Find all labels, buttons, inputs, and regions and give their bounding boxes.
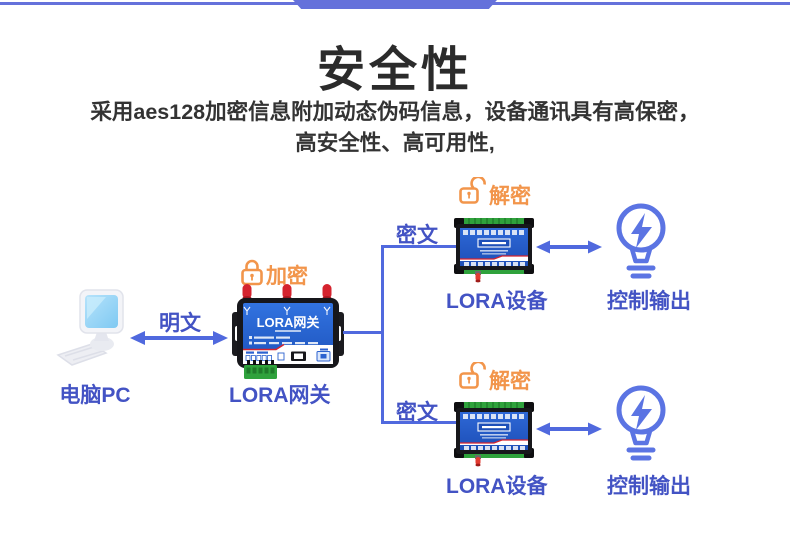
header-accent-bar	[293, 0, 497, 9]
device-label-bottom: LORA设备	[446, 475, 548, 498]
computer-pc-icon	[56, 289, 124, 366]
subtitle-line-2: 高安全性、高可用性,	[295, 131, 495, 155]
output-label-top: 控制输出	[607, 290, 691, 313]
gateway-panel-title: LORA网关	[257, 315, 320, 330]
ciphertext-label-bottom: 密文	[396, 401, 438, 424]
gateway-label: LORA网关	[229, 384, 331, 407]
subtitle-line-1: 采用aes128加密信息附加动态伪码信息，设备通讯具有高保密，	[90, 100, 700, 124]
connector-branch-bottom	[381, 421, 457, 424]
plaintext-double-arrow	[130, 331, 228, 345]
gateway-spec-rows	[249, 336, 318, 345]
device-antenna	[475, 271, 481, 283]
gateway-antenna-marks	[243, 306, 331, 315]
ciphertext-label-top: 密文	[396, 224, 438, 247]
connector-vertical	[381, 245, 384, 424]
device-label-top: LORA设备	[446, 290, 548, 313]
gateway-antennas	[242, 284, 332, 300]
output-double-arrow-top	[536, 240, 602, 254]
decrypt-label-top: 解密	[489, 185, 531, 208]
lightbulb-output-icon	[616, 203, 666, 279]
lora-device-image	[454, 402, 534, 467]
page-title: 安全性	[316, 44, 473, 97]
lora-device-image	[454, 218, 534, 283]
pc-label: 电脑PC	[59, 384, 131, 407]
device-top-terminals	[463, 230, 524, 235]
output-double-arrow-bottom	[536, 422, 602, 436]
connector-gateway-stub	[343, 331, 384, 334]
gateway-terminal-block	[244, 360, 277, 379]
encrypt-label: 加密	[266, 265, 308, 288]
device-antenna	[475, 455, 481, 467]
gateway-ports	[245, 348, 331, 362]
page-subtitle: 采用aes128加密信息附加动态伪码信息，设备通讯具有高保密， 高安全性、高可用…	[0, 97, 790, 159]
device-bottom-terminals	[464, 262, 525, 266]
output-label-bottom: 控制输出	[607, 475, 691, 498]
lock-closed-icon	[241, 259, 263, 286]
decrypt-label-bottom: 解密	[489, 370, 531, 393]
connector-branch-top	[381, 245, 457, 248]
lock-open-icon	[459, 362, 486, 389]
lock-open-icon	[459, 177, 486, 204]
plaintext-label: 明文	[159, 312, 201, 335]
lora-gateway-device-image: LORA网关	[232, 284, 344, 379]
lightbulb-output-icon	[616, 385, 666, 461]
